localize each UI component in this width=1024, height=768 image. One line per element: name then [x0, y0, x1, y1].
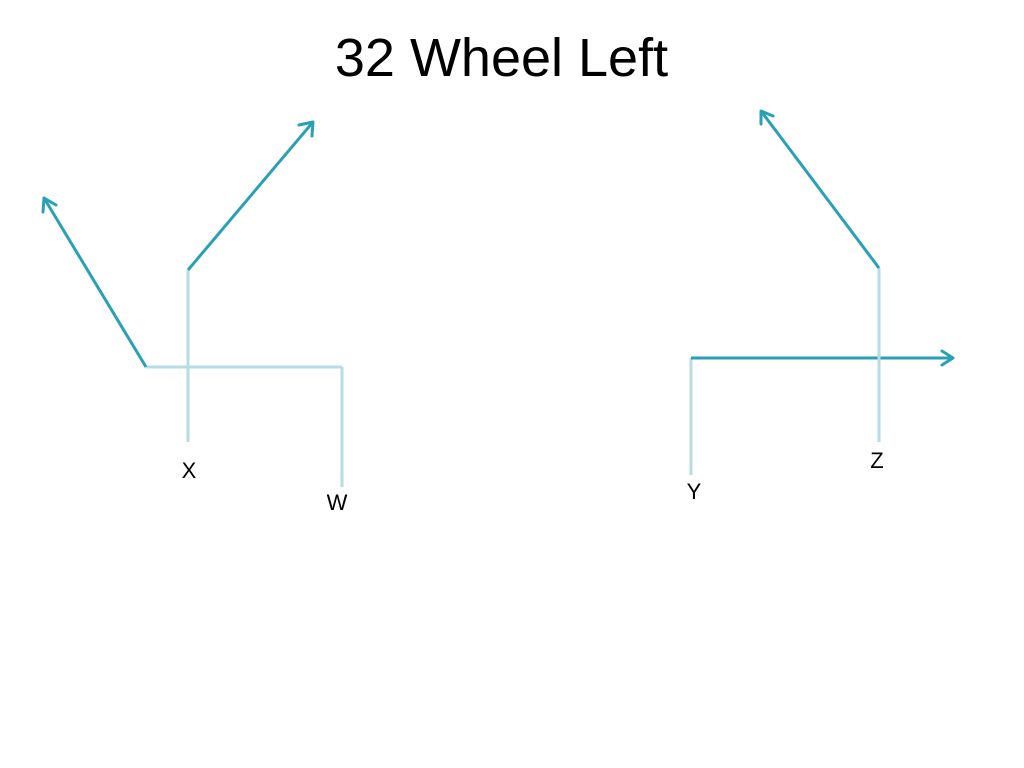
slide-title: 32 Wheel Left — [334, 28, 669, 88]
player-w-route-line — [42, 197, 148, 368]
player-w-label: W — [327, 490, 348, 515]
player-y-label: Y — [687, 479, 702, 504]
player-w-arrowhead — [41, 196, 58, 214]
player-w-route — [41, 196, 344, 487]
player-z-label: Z — [870, 448, 883, 473]
player-x-route-line — [186, 121, 315, 271]
player-x-label: X — [182, 458, 197, 483]
player-z-route — [759, 109, 881, 442]
player-y-arrowhead — [940, 349, 955, 367]
player-x-route — [186, 120, 315, 442]
player-y-route — [689, 349, 955, 475]
player-z-route-line — [759, 110, 881, 269]
player-x-arrowhead — [297, 120, 315, 138]
player-z-arrowhead — [759, 109, 775, 126]
